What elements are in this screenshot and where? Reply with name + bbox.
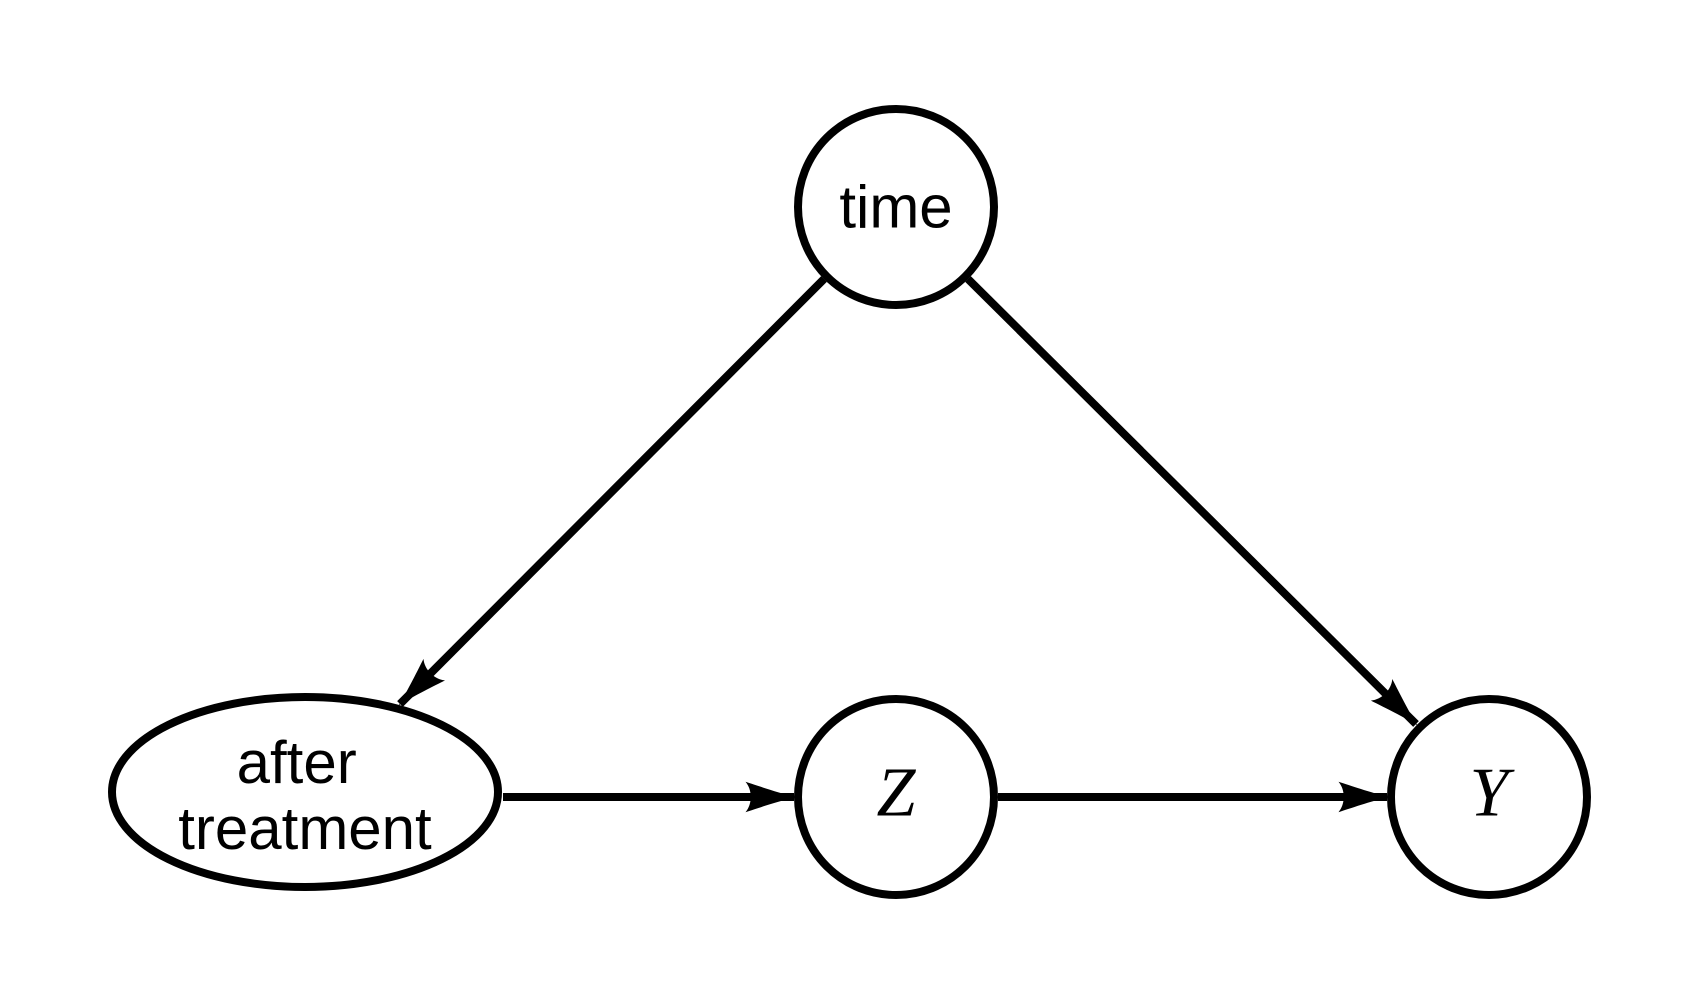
node-z-circle [794,695,998,899]
edge-time-to-y [965,276,1419,727]
node-time-circle [794,105,998,309]
node-y-label: Y [1470,755,1516,832]
node-after-treatment-label: after treatment [178,729,432,862]
node-after-treatment-label-line2: treatment [178,795,432,862]
node-after-treatment-label-line1: after [237,729,357,796]
node-z-label: Z [877,755,917,832]
edge-time-to-after-treatment [397,276,827,707]
node-time-label: time [839,174,952,241]
node-y-circle [1387,695,1591,899]
node-after-treatment-ellipse [108,693,502,891]
